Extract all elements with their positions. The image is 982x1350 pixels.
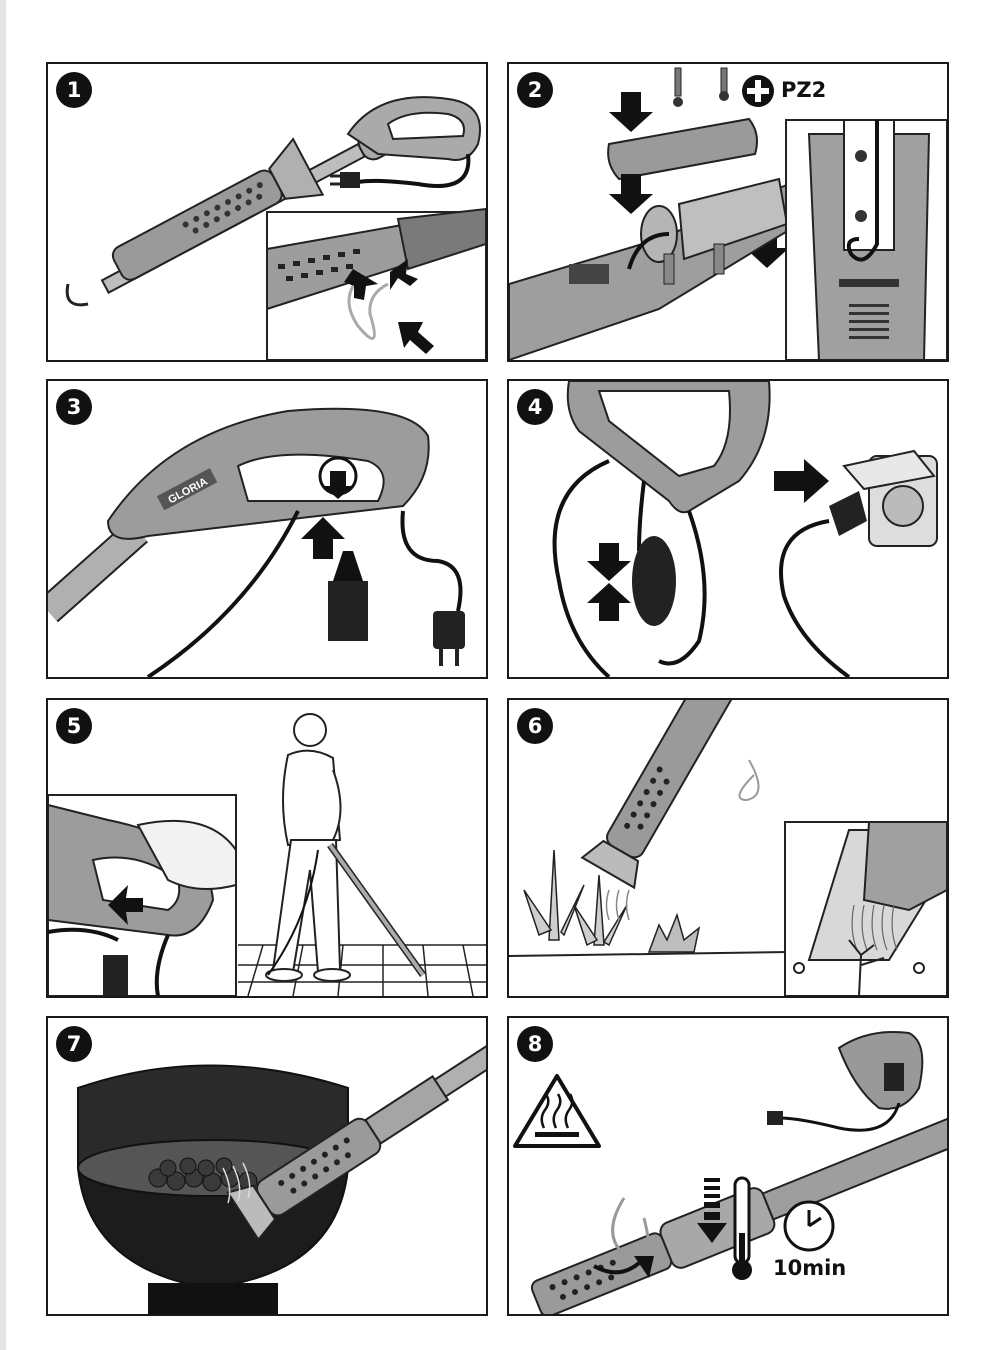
cooldown-time-label: 10min (773, 1256, 847, 1280)
step-8-badge: 8 (517, 1026, 553, 1062)
thermometer-icon (732, 1176, 752, 1280)
page-edge (0, 0, 6, 1350)
arrow-up-icon (301, 517, 345, 559)
step-5-panel: 5 (46, 698, 488, 998)
arrow-icon (398, 322, 434, 354)
step-2-badge: 2 (517, 72, 553, 108)
step-1-illustration (65, 96, 486, 360)
step-8-illustration (513, 1031, 947, 1314)
step-3-panel: 3 GLORIA (46, 379, 488, 679)
step-4-badge: 4 (517, 389, 553, 425)
arrow-down-icon (745, 228, 789, 268)
step-6-panel: 6 (507, 698, 949, 998)
step-1-badge: 1 (56, 72, 92, 108)
clock-icon (783, 1200, 835, 1252)
step-1-panel: 1 (46, 62, 488, 362)
person (265, 713, 351, 982)
step-4-panel: 4 (507, 379, 949, 679)
step-2-illustration (509, 67, 947, 360)
arrow-down-icon (609, 174, 653, 214)
arrow-down-icon (609, 92, 653, 132)
arrow-down-icon (587, 543, 631, 581)
step-6-illustration (509, 700, 947, 996)
step-7-panel: 7 (46, 1016, 488, 1316)
step-4-illustration (552, 381, 938, 677)
arrow-right-icon (774, 459, 829, 503)
arrow-left-icon (108, 885, 143, 925)
step-3-badge: 3 (56, 389, 92, 425)
arrow-icon (634, 1256, 654, 1278)
arrow-icon (344, 269, 378, 300)
step-5-illustration (48, 713, 486, 996)
cooling-arrow-icon (697, 1178, 727, 1243)
arrow-down-icon (323, 471, 353, 499)
arrow-icon (390, 259, 418, 290)
step-6-badge: 6 (517, 708, 553, 744)
weed (523, 849, 628, 947)
step-3-illustration: GLORIA (48, 407, 465, 677)
step-8-panel: 8 (507, 1016, 949, 1316)
step-2-panel: 2 PZ2 (507, 62, 949, 362)
handle (837, 1031, 924, 1110)
step-7-badge: 7 (56, 1026, 92, 1062)
phillips-screwdriver-icon (742, 75, 774, 107)
hot-surface-warning-icon (513, 1074, 601, 1148)
step-7-illustration (76, 1018, 486, 1314)
screwdriver-size-label: PZ2 (781, 78, 827, 102)
arrow-up-icon (587, 583, 631, 621)
inset-tube (266, 207, 486, 311)
step-5-badge: 5 (56, 708, 92, 744)
